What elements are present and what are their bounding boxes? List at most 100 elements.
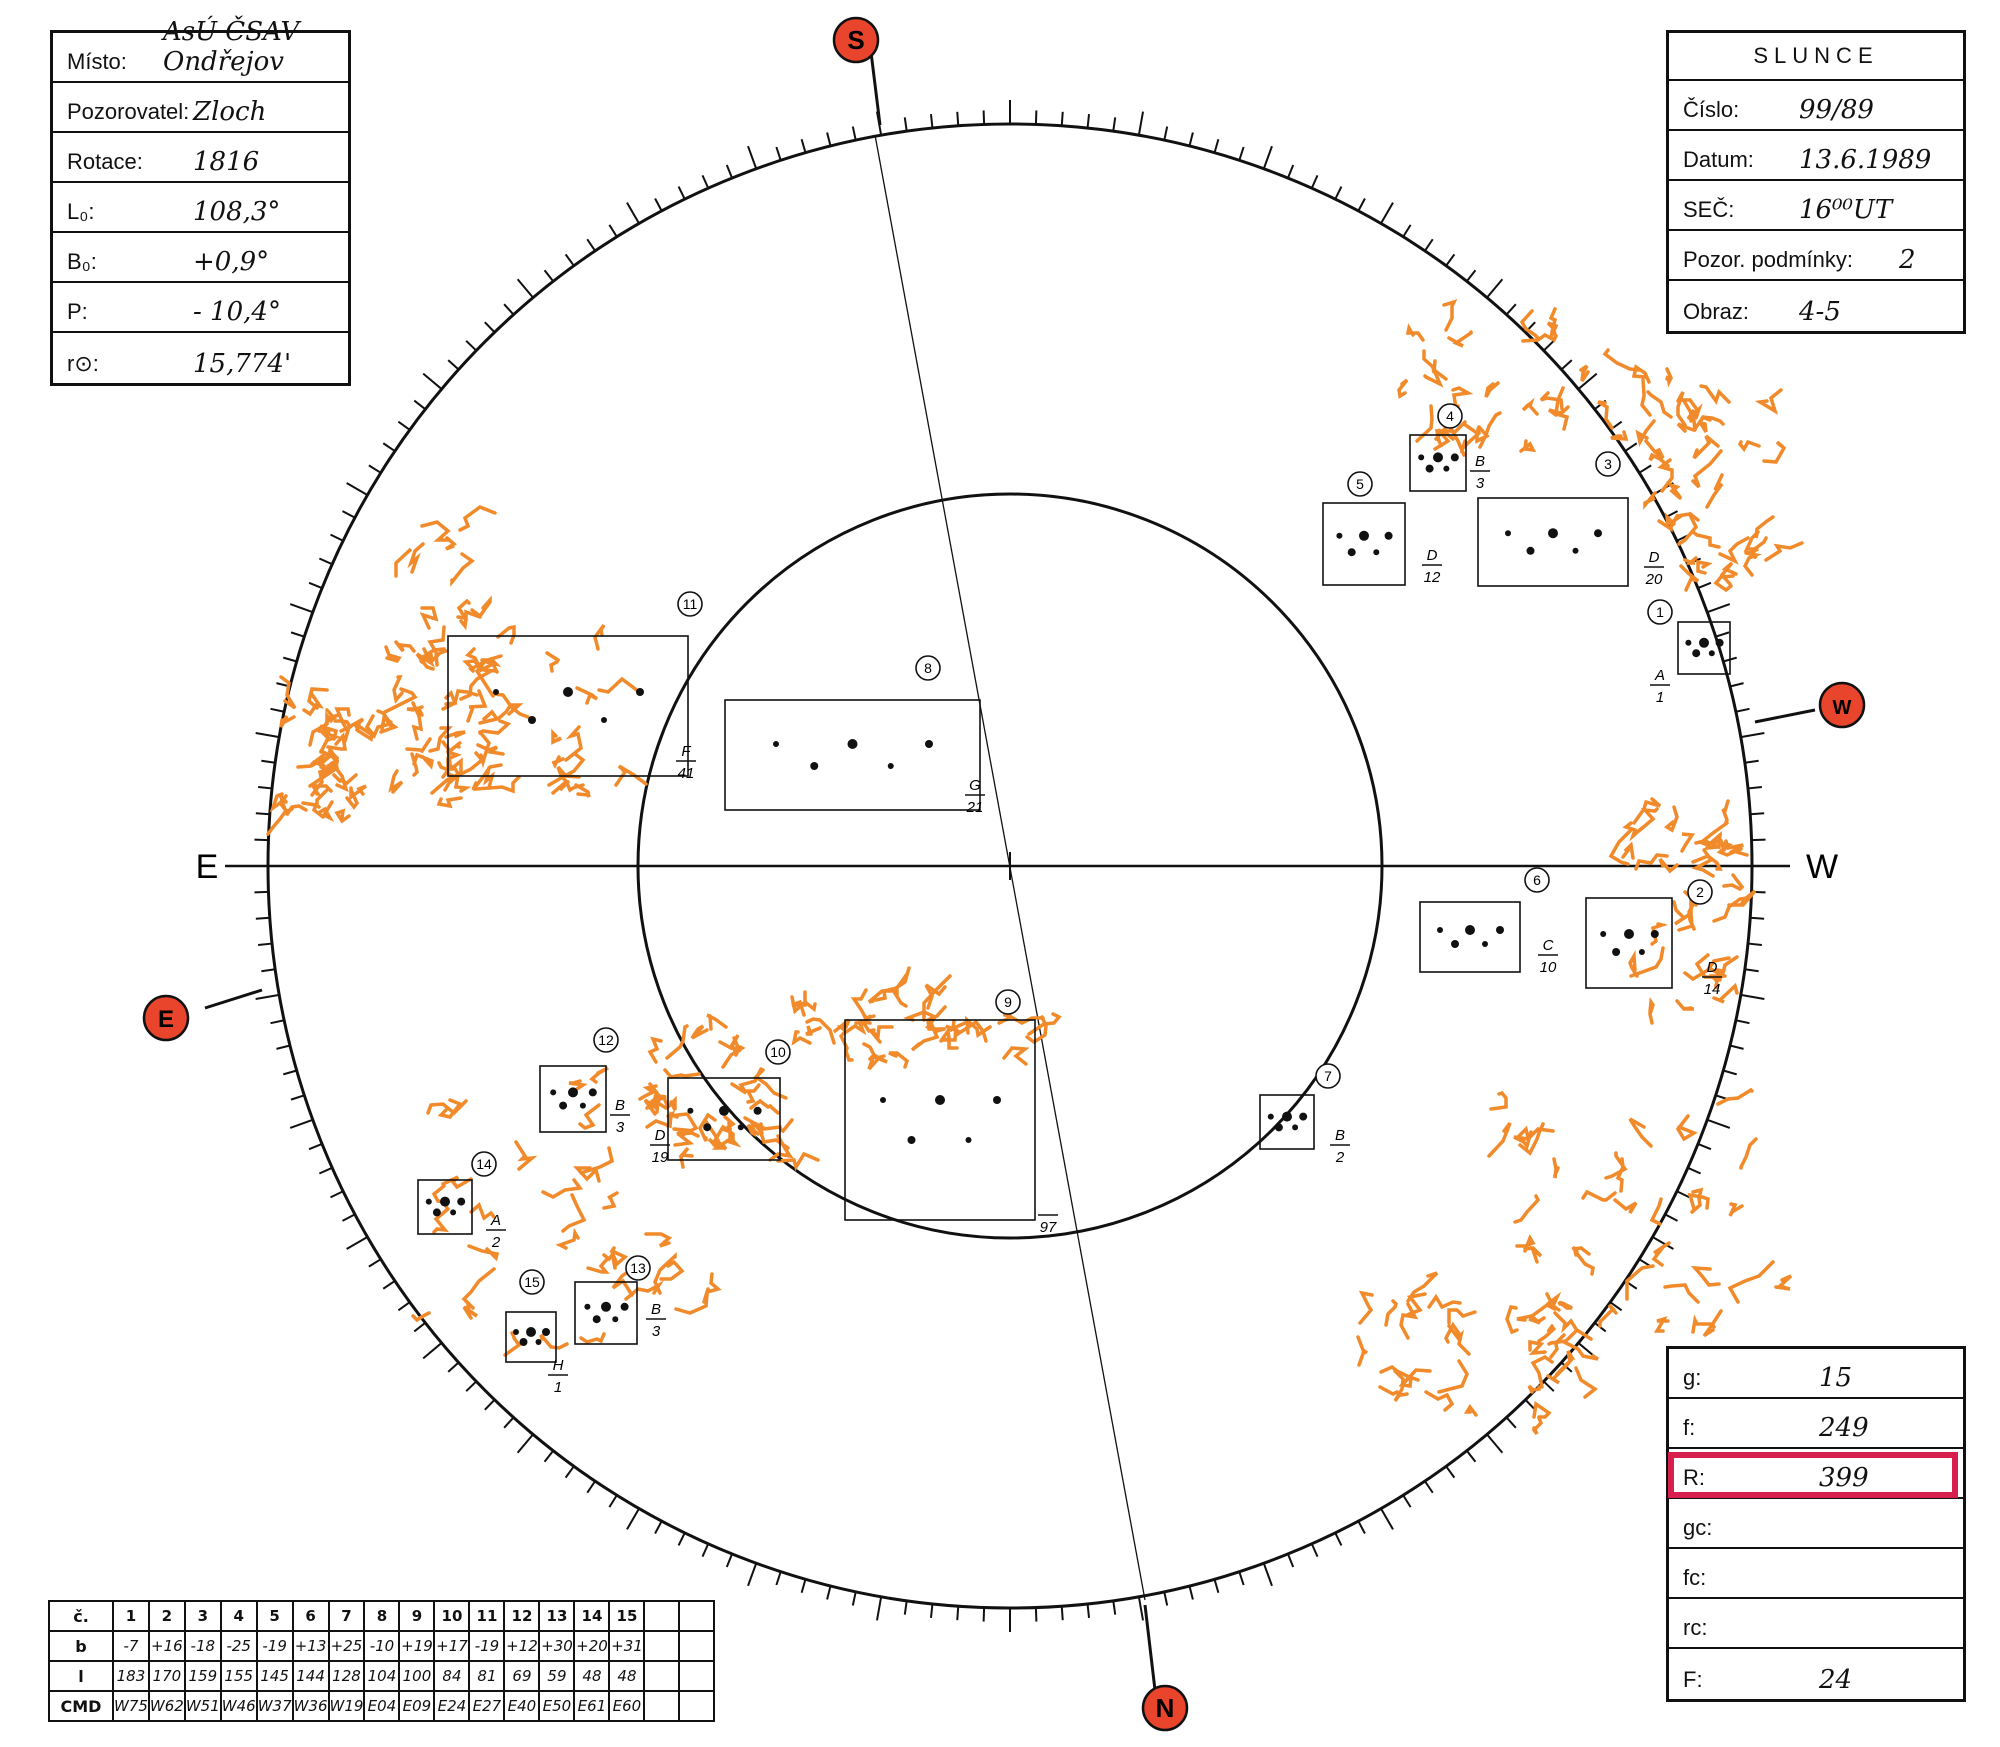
facula-stroke xyxy=(1598,1303,1618,1328)
facula-stroke xyxy=(456,598,471,621)
facula-stroke xyxy=(941,1021,967,1042)
sunspot xyxy=(993,1096,1001,1104)
table-cell: +13 xyxy=(291,1630,330,1662)
facula-stroke xyxy=(1718,536,1750,565)
facula-stroke xyxy=(1646,390,1673,419)
facula-stroke xyxy=(412,752,435,770)
sunspot xyxy=(636,688,644,696)
facula-stroke xyxy=(1625,1264,1655,1301)
limb-tick xyxy=(258,942,273,947)
facula-stroke xyxy=(690,1024,709,1040)
limb-tick xyxy=(1744,968,1759,973)
facula-stroke xyxy=(746,1120,760,1138)
limb-tick xyxy=(465,340,477,352)
limb-tick xyxy=(1310,1543,1319,1558)
group-number: 6 xyxy=(1533,872,1541,888)
sunspot xyxy=(935,1095,945,1105)
table-cell: E09 xyxy=(398,1690,436,1722)
limb-tick xyxy=(270,1019,285,1025)
table-cell: E27 xyxy=(468,1690,506,1722)
compass-s-marker: S xyxy=(832,16,880,64)
facula-stroke xyxy=(1764,541,1804,562)
group-box xyxy=(667,1077,781,1161)
limb-tick xyxy=(290,631,305,638)
stat-value: 15 xyxy=(1819,1363,1853,1393)
table-cell: -10 xyxy=(363,1630,401,1662)
sunspot xyxy=(737,1124,744,1131)
facula-stroke xyxy=(850,988,869,1023)
slunce-value: 2 xyxy=(1899,245,1916,275)
obs-row: Místo:AsÚ ČSAV Ondřejov xyxy=(53,17,348,83)
limb-tick xyxy=(1445,253,1456,267)
facula-stroke xyxy=(1423,364,1448,388)
facula-stroke xyxy=(753,1068,788,1100)
sunspot xyxy=(1465,925,1475,935)
facula-stroke xyxy=(426,1099,468,1116)
facula-stroke xyxy=(1397,378,1409,399)
sunspot xyxy=(1708,650,1715,657)
facula-stroke xyxy=(1722,873,1745,892)
table-cell xyxy=(678,1600,716,1632)
group-class: C xyxy=(1543,937,1554,954)
facula-stroke xyxy=(1698,821,1729,848)
limb-tick xyxy=(1638,464,1652,474)
facula-stroke xyxy=(1675,999,1694,1011)
facula-stroke xyxy=(441,740,463,754)
facula-stroke xyxy=(1628,1117,1653,1148)
facula-stroke xyxy=(464,647,493,673)
facula-stroke xyxy=(1545,1291,1562,1312)
group-number-circle xyxy=(765,1039,791,1065)
limb-tick xyxy=(1486,278,1504,299)
limb-tick xyxy=(255,732,280,739)
stat-label: f: xyxy=(1683,1415,1696,1440)
facula-stroke xyxy=(541,1178,584,1199)
limb-tick-marks xyxy=(244,100,1776,1632)
facula-stroke xyxy=(471,763,503,792)
facula-stroke xyxy=(647,1036,663,1064)
table-cell: -19 xyxy=(468,1630,506,1662)
group-spot-count: 10 xyxy=(1540,959,1557,976)
limb-tick xyxy=(422,372,443,390)
sunspot xyxy=(925,740,933,748)
limb-tick xyxy=(422,1342,443,1360)
facula-stroke xyxy=(579,1146,615,1175)
facula-stroke xyxy=(663,1068,701,1079)
sunspot xyxy=(1600,931,1607,937)
limb-tick xyxy=(447,359,460,371)
facula-stroke xyxy=(1739,1137,1758,1170)
table-cell: 144 xyxy=(291,1660,330,1692)
group-class: B xyxy=(1475,453,1485,470)
facula-stroke xyxy=(319,749,340,773)
facula-stroke xyxy=(568,1079,588,1091)
facula-stroke xyxy=(1615,1157,1625,1193)
facula-stroke xyxy=(1025,1015,1048,1045)
limb-tick xyxy=(330,1190,344,1199)
facula-stroke xyxy=(312,760,333,780)
sunspot xyxy=(1425,464,1434,473)
facula-stroke xyxy=(326,732,348,751)
group-class: D xyxy=(655,1127,666,1144)
group-spot-count: 41 xyxy=(678,765,695,782)
table-cell: 84 xyxy=(433,1660,471,1692)
facula-stroke xyxy=(1696,559,1713,575)
group-number: 8 xyxy=(924,660,932,676)
facula-stroke xyxy=(476,743,505,756)
group-number: 14 xyxy=(476,1156,492,1172)
facula-stroke xyxy=(266,807,294,836)
table-cell: 183 xyxy=(112,1660,150,1692)
limb-tick xyxy=(1524,1399,1536,1411)
facula-stroke xyxy=(545,651,561,673)
facula-stroke xyxy=(318,800,335,823)
limb-tick xyxy=(270,707,285,713)
group-number: 2 xyxy=(1696,884,1704,900)
faculae-layer xyxy=(266,299,1804,1436)
table-cell: +17 xyxy=(433,1630,471,1662)
group-number-circle xyxy=(915,655,941,681)
limb-tick xyxy=(1262,1562,1273,1587)
group-number: 7 xyxy=(1324,1068,1332,1084)
facula-stroke xyxy=(768,1134,794,1162)
sunspot xyxy=(1267,1113,1274,1120)
group-number: 10 xyxy=(770,1044,786,1060)
